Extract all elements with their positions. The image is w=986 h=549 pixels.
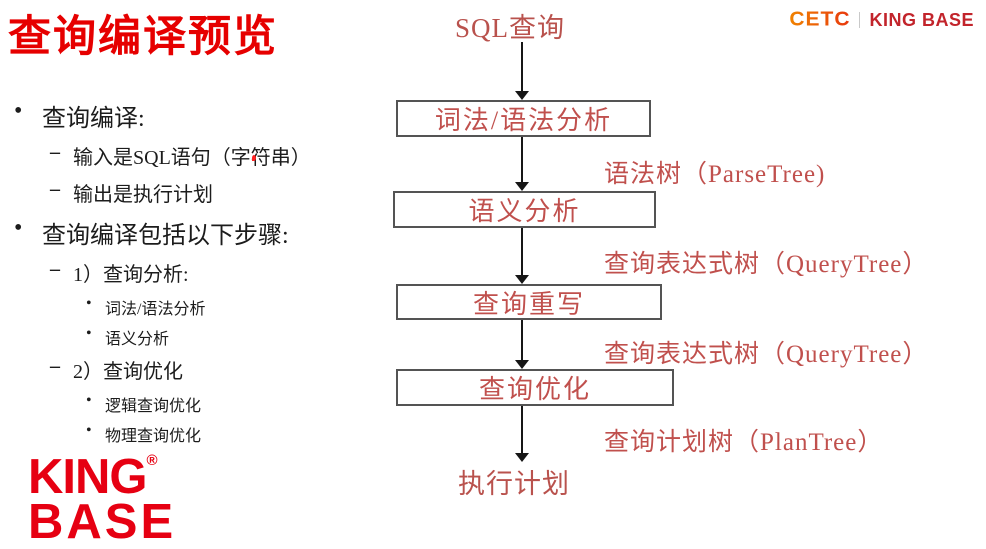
bullet-text: 词法/语法分析: [105, 301, 206, 318]
bullet-marker: •: [86, 392, 92, 409]
bullet-item: – 输出是执行计划: [50, 178, 399, 207]
arrow-down-icon: [515, 137, 529, 191]
bullet-item: – 2）查询优化: [50, 355, 399, 384]
slide: { "title": "查询编译预览", "bullets": { "items…: [8, 8, 974, 547]
dash-marker: –: [50, 141, 60, 163]
edge-label-plantree: 查询计划树（PlanTree）: [604, 429, 884, 456]
dash-marker: –: [50, 258, 60, 280]
bullet-text: 逻辑查询优化: [105, 398, 202, 415]
cetc-logo: CETC: [789, 8, 851, 31]
bullet-list: • 查询编译: – 输入是SQL语句（字符串） – 输出是执行计划 • 查询编译…: [14, 98, 399, 452]
flow-start-label: SQL查询: [455, 13, 566, 43]
arrow-down-icon: [515, 406, 529, 462]
header-logo: CETC KING BASE: [789, 8, 974, 32]
king-logo-text: KING®: [28, 450, 158, 504]
bullet-text: 查询编译:: [42, 106, 145, 132]
bullet-marker: •: [86, 325, 92, 342]
edge-label-querytree-2: 查询表达式树（QueryTree）: [604, 341, 929, 368]
bullet-item: • 词法/语法分析: [86, 295, 399, 319]
bullet-item: • 逻辑查询优化: [86, 392, 399, 416]
bullet-item: • 物理查询优化: [86, 422, 399, 446]
logo-divider: [859, 12, 861, 28]
spellcheck-mark: [252, 155, 256, 161]
page-title: 查询编译预览: [8, 14, 278, 61]
flow-box-query-optimization: 查询优化: [396, 369, 674, 406]
bullet-text: 输出是执行计划: [73, 184, 213, 206]
bullet-text: 物理查询优化: [105, 428, 202, 445]
bullet-item: – 输入是SQL语句（字符串）: [50, 141, 399, 170]
bullet-item: – 1）查询分析:: [50, 258, 399, 287]
bullet-text: 输入是SQL语句（字符串）: [73, 147, 311, 169]
arrow-down-icon: [515, 320, 529, 369]
bullet-marker: •: [86, 295, 92, 312]
bullet-marker: •: [86, 422, 92, 439]
kingbase-logo: KING BASE: [869, 9, 974, 30]
bullet-marker: •: [14, 98, 23, 124]
bullet-marker: •: [14, 215, 23, 241]
bullet-item: • 查询编译包括以下步骤:: [14, 215, 399, 250]
base-logo-text: BASE: [28, 495, 177, 549]
flow-end-label: 执行计划: [458, 469, 570, 499]
registered-mark: ®: [146, 452, 158, 469]
dash-marker: –: [50, 178, 60, 200]
arrow-down-icon: [515, 42, 529, 100]
flow-box-lexical-syntax-analysis: 词法/语法分析: [396, 100, 651, 137]
bullet-text: 1）查询分析:: [73, 264, 189, 286]
bullet-text: 查询编译包括以下步骤:: [42, 223, 289, 249]
dash-marker: –: [50, 355, 60, 377]
bullet-text: 2）查询优化: [73, 361, 183, 383]
edge-label-parsetree: 语法树（ParseTree): [604, 161, 826, 188]
arrow-down-icon: [515, 228, 529, 284]
footer-kingbase-logo: KING® BASE: [28, 450, 177, 549]
flow-box-query-rewrite: 查询重写: [396, 284, 662, 320]
bullet-text: 语义分析: [105, 331, 170, 348]
edge-label-querytree-1: 查询表达式树（QueryTree）: [604, 251, 929, 278]
flow-box-semantic-analysis: 语义分析: [393, 191, 656, 228]
bullet-item: • 查询编译:: [14, 98, 399, 133]
bullet-item: • 语义分析: [86, 325, 399, 349]
